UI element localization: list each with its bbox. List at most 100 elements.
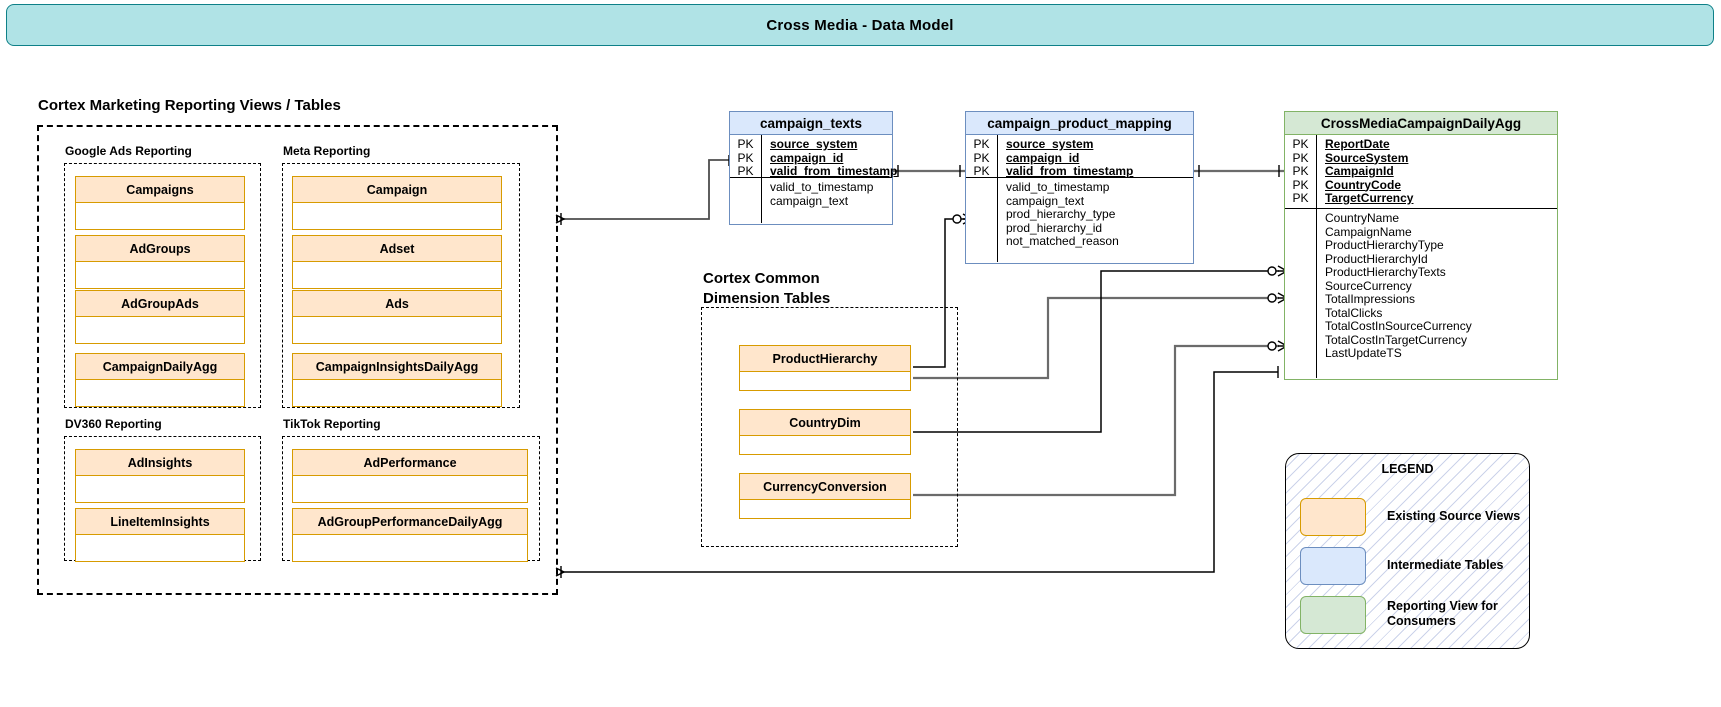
key-field: source_system <box>1006 137 1094 151</box>
pk-marker: PK <box>1292 177 1309 192</box>
table-attribute-fields: CountryName CampaignName ProductHierarch… <box>1317 209 1557 378</box>
table-key-fields: source_system campaign_id valid_from_tim… <box>762 135 897 177</box>
left-panel-title: Cortex Marketing Reporting Views / Table… <box>38 97 341 114</box>
dimension-panel-title: Cortex Common Dimension Tables <box>703 270 831 307</box>
group-label-meta: Meta Reporting <box>283 144 371 158</box>
attribute-field: LastUpdateTS <box>1325 346 1402 360</box>
entity-countrydim[interactable]: CountryDim <box>739 409 911 455</box>
attribute-field: ProductHierarchyTexts <box>1325 265 1446 279</box>
table-blank-key-column <box>730 178 762 223</box>
legend-label-reporting-view: Reporting View for Consumers <box>1387 599 1498 628</box>
table-attribute-fields: valid_to_timestamp campaign_text <box>762 178 892 223</box>
existing-source-views-swatch <box>1300 498 1366 536</box>
terminator-zero-agg-2 <box>1267 293 1277 303</box>
dimension-panel-box <box>701 307 958 547</box>
key-field: valid_from_timestamp <box>1006 164 1134 178</box>
diagram-title: Cross Media - Data Model <box>766 16 954 34</box>
link-product-hierarchy-to-daily-agg <box>913 296 1279 380</box>
entity-currencyconversion[interactable]: CurrencyConversion <box>739 473 911 519</box>
entity-title: Adset <box>293 236 501 262</box>
link-currency-conversion-to-daily-agg <box>913 344 1279 497</box>
pk-marker: PK <box>1292 137 1309 151</box>
key-field: valid_from_timestamp <box>770 164 898 178</box>
entity-adgroups[interactable]: AdGroups <box>75 235 245 289</box>
table-title: CrossMediaCampaignDailyAgg <box>1285 112 1557 135</box>
entity-title: AdPerformance <box>293 450 527 476</box>
diagram-title-banner: Cross Media - Data Model <box>6 4 1714 46</box>
entity-title: AdGroupPerformanceDailyAgg <box>293 509 527 535</box>
pk-marker: PK <box>1292 150 1309 165</box>
entity-campaigns[interactable]: Campaigns <box>75 176 245 230</box>
table-campaign-product-mapping[interactable]: campaign_product_mapping PK PK PK source… <box>965 111 1194 264</box>
attribute-field: CountryName <box>1325 211 1400 225</box>
google-ads-group-box <box>64 163 261 408</box>
key-field: campaign_id <box>770 150 844 165</box>
attribute-field: campaign_text <box>770 193 849 208</box>
table-key-column: PK PK PK <box>730 135 762 178</box>
group-label-dv360: DV360 Reporting <box>65 417 162 431</box>
entity-title: Ads <box>293 291 501 317</box>
entity-producthierarchy[interactable]: ProductHierarchy <box>739 345 911 391</box>
group-label-tiktok: TikTok Reporting <box>283 417 381 431</box>
group-label-google-ads: Google Ads Reporting <box>65 144 192 158</box>
pk-marker: PK <box>737 164 754 178</box>
attribute-field: TotalCostInTargetCurrency <box>1325 332 1468 347</box>
attribute-field: valid_to_timestamp <box>1006 180 1110 194</box>
key-field: campaign_id <box>1006 150 1080 165</box>
entity-title: LineItemInsights <box>76 509 244 535</box>
table-title: campaign_product_mapping <box>966 112 1193 135</box>
intermediate-tables-swatch <box>1300 547 1366 585</box>
terminator-zero-mapping <box>952 214 962 224</box>
attribute-field: TotalClicks <box>1325 305 1383 320</box>
cortex-marketing-panel <box>37 125 558 595</box>
entity-campaign[interactable]: Campaign <box>292 176 502 230</box>
entity-adgroupperformancedailyagg[interactable]: AdGroupPerformanceDailyAgg <box>292 508 528 562</box>
pk-marker: PK <box>737 137 754 151</box>
entity-lineiteminsights[interactable]: LineItemInsights <box>75 508 245 562</box>
attribute-field: ProductHierarchyId <box>1325 251 1428 266</box>
key-field: source_system <box>770 137 858 151</box>
entity-adinsights[interactable]: AdInsights <box>75 449 245 503</box>
pk-marker: PK <box>973 150 990 165</box>
entity-title: CampaignInsightsDailyAgg <box>293 354 501 380</box>
entity-adperformance[interactable]: AdPerformance <box>292 449 528 503</box>
entity-campaigndailyagg[interactable]: CampaignDailyAgg <box>75 353 245 407</box>
table-title: campaign_texts <box>730 112 892 135</box>
link-country-dim-to-daily-agg <box>913 270 1279 433</box>
table-campaign-texts[interactable]: campaign_texts PK PK PK source_system ca… <box>729 111 897 225</box>
key-field: ReportDate <box>1325 137 1390 151</box>
attribute-field: TotalCostInSourceCurrency <box>1325 319 1472 333</box>
table-cross-media-campaign-daily-agg[interactable]: CrossMediaCampaignDailyAgg PK PK PK PK P… <box>1284 111 1558 380</box>
legend-label-existing-source-views: Existing Source Views <box>1387 509 1521 523</box>
key-field: SourceSystem <box>1325 150 1409 165</box>
table-key-column: PK PK PK PK PK <box>1285 135 1317 208</box>
entity-title: AdInsights <box>76 450 244 476</box>
attribute-field: valid_to_timestamp <box>770 180 874 194</box>
entity-title: ProductHierarchy <box>740 346 910 372</box>
attribute-field: not_matched_reason <box>1006 234 1119 248</box>
pk-marker: PK <box>1292 164 1309 178</box>
attribute-field: ProductHierarchyType <box>1325 238 1444 252</box>
pk-marker: PK <box>973 164 990 178</box>
attribute-field: campaign_text <box>1006 193 1085 208</box>
entity-adset[interactable]: Adset <box>292 235 502 289</box>
key-field: CampaignId <box>1325 164 1394 178</box>
attribute-field: TotalImpressions <box>1325 292 1416 306</box>
table-key-fields: source_system campaign_id valid_from_tim… <box>998 135 1193 177</box>
terminator-zero-agg-1 <box>1267 266 1277 276</box>
entity-title: AdGroups <box>76 236 244 262</box>
table-key-column: PK PK PK <box>966 135 998 178</box>
entity-adgroupads[interactable]: AdGroupAds <box>75 290 245 344</box>
entity-title: Campaigns <box>76 177 244 203</box>
table-attribute-fields: valid_to_timestamp campaign_text prod_hi… <box>998 178 1193 262</box>
entity-campaigninsightsdailyagg[interactable]: CampaignInsightsDailyAgg <box>292 353 502 407</box>
entity-title: CountryDim <box>740 410 910 436</box>
attribute-field: CampaignName <box>1325 224 1412 239</box>
terminator-zero-agg-3 <box>1267 341 1277 351</box>
table-blank-key-column <box>1285 209 1317 378</box>
table-blank-key-column <box>966 178 998 262</box>
entity-title: AdGroupAds <box>76 291 244 317</box>
entity-ads[interactable]: Ads <box>292 290 502 344</box>
attribute-field: prod_hierarchy_type <box>1006 207 1116 221</box>
meta-group-box <box>282 163 520 408</box>
